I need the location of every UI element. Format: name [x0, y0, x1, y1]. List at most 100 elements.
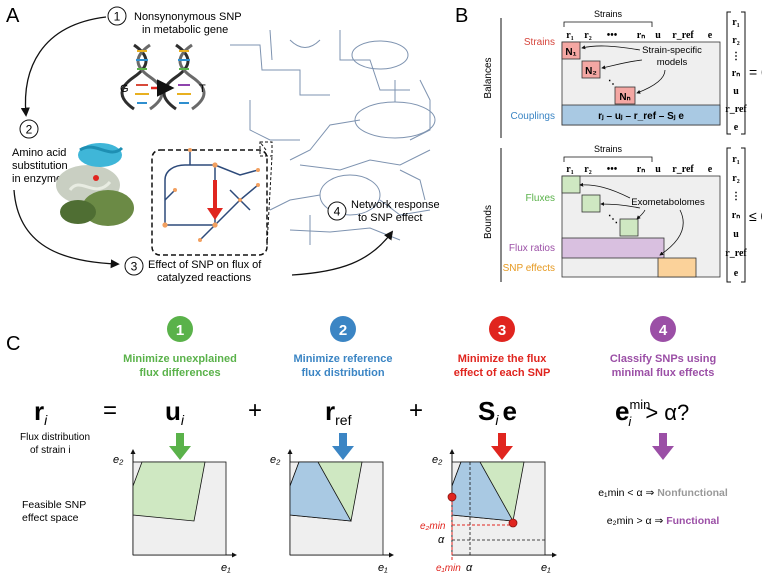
- step4-title-line1: Classify SNPs using: [610, 353, 716, 365]
- zoom-inset-box: [151, 149, 268, 256]
- balances-header-brace: [563, 21, 653, 27]
- balances-header-title: Strains: [594, 9, 623, 19]
- vec-bot-r2: r₂: [732, 173, 739, 184]
- b-col-u: u: [655, 164, 661, 175]
- b-col-e: e: [708, 164, 713, 175]
- arrow-1-to-2: [20, 16, 107, 117]
- down-arrow-red-head: [491, 446, 513, 460]
- bounds-label: Bounds: [483, 205, 494, 239]
- col-r1: r₁: [566, 30, 573, 41]
- b-col-rref: r_ref: [672, 164, 694, 175]
- panel-c-label: C: [6, 333, 20, 355]
- down-arrow-blue-head: [332, 446, 354, 460]
- classification-functional: e₂min > α ⇒ Functional: [607, 515, 720, 527]
- plot3-label-alpha-x: α: [466, 562, 473, 574]
- exo-arrow-1: [579, 182, 631, 199]
- plot-1-feasible-space: e₂ e₁: [113, 449, 237, 574]
- eq-equals: =: [103, 397, 117, 424]
- relation-leq-zero: ≤ 0: [749, 208, 762, 224]
- down-arrow-green-shaft: [176, 433, 184, 448]
- relation-equals-zero: = 0: [749, 64, 762, 80]
- step-badge-1: [167, 316, 193, 342]
- plot3-reference-region: [451, 461, 514, 522]
- strain-specific-line1: Strain-specific: [642, 45, 702, 56]
- vec-bot-dots: ⋮: [731, 191, 741, 202]
- zoomed-metabolite-nodes: [162, 148, 260, 242]
- strain-specific-line2: models: [657, 57, 688, 68]
- annot-arrow-nn: [636, 69, 666, 94]
- vec-top-u: u: [733, 86, 739, 97]
- step3-line2: catalyzed reactions: [157, 272, 252, 284]
- eq-plus-2: +: [409, 397, 423, 424]
- eq-r: ri: [34, 396, 48, 428]
- row-label-snp-effects: SNP effects: [503, 263, 555, 274]
- b-col-rn: rₙ: [637, 164, 645, 175]
- plot3-label-e1min: e₁min: [436, 563, 461, 574]
- down-arrow-green-head: [169, 446, 191, 460]
- vec-top-rref: r_ref: [725, 104, 747, 115]
- flux-block-2: [581, 194, 601, 213]
- vec-bot-rn: rₙ: [732, 210, 740, 221]
- vec-bot-r1: r₁: [732, 154, 739, 165]
- block-n2: [581, 60, 601, 79]
- vector-bottom: r₁ r₂ ⋮ rₙ u r_ref e: [725, 154, 747, 279]
- feasible-space-line2: effect space: [22, 512, 79, 524]
- step-badge-2-num: 2: [339, 322, 347, 339]
- vec-top-dots: ⋮: [731, 51, 741, 62]
- arrow-2-to-3: [13, 189, 120, 269]
- block-nn: [614, 86, 636, 105]
- eq-rref: rref: [325, 396, 352, 428]
- vector-bottom-bracket-right: [741, 147, 746, 283]
- b-col-r1: r₁: [566, 164, 573, 175]
- base-from: G: [120, 83, 129, 95]
- step1-number: 1: [114, 10, 121, 24]
- bounds-column-headers: r₁ r₂ ••• rₙ u r_ref e: [566, 164, 712, 175]
- step3-title-line1: Minimize the flux: [458, 353, 548, 365]
- col-r2: r₂: [584, 30, 591, 41]
- plot1-feasible-region: [132, 461, 206, 522]
- step4-number: 4: [334, 205, 341, 219]
- panel-a-label: A: [6, 5, 20, 27]
- exo-arrow-2: [600, 202, 641, 209]
- down-arrow-blue-shaft: [339, 433, 347, 448]
- dna-helix-left-icon: [120, 43, 164, 111]
- block-n2-label: N₂: [585, 66, 597, 77]
- classification-nonfunctional: e₁min < α ⇒ Nonfunctional: [598, 487, 728, 499]
- vec-top-r1: r₁: [732, 17, 739, 28]
- block-n1: [561, 41, 581, 60]
- step2-line2: substitution: [12, 160, 68, 172]
- exometabolomes-label: Exometabolomes: [631, 197, 705, 208]
- panel-b: B Balances Strains r₁ r₂ ••• rₙ u r_ref …: [455, 5, 762, 283]
- exo-arrow-n: [636, 209, 646, 220]
- col-dots: •••: [607, 30, 618, 41]
- base-to: T: [199, 83, 206, 95]
- bounds-header-title: Strains: [594, 144, 623, 154]
- step3-number: 3: [131, 260, 138, 274]
- step2-line1: Amino acid: [12, 147, 66, 159]
- snp-effects-block: [657, 257, 697, 278]
- down-arrow-purple-shaft: [659, 433, 667, 448]
- protein-structure-icon: [56, 143, 134, 226]
- eq-u: ui: [165, 396, 185, 428]
- dna-helix-right-icon: [162, 43, 206, 111]
- step1-circle: [107, 6, 127, 26]
- plot2-reference-region: [289, 461, 352, 522]
- step-badge-4: [650, 316, 676, 342]
- balances-column-headers: r₁ r₂ ••• rₙ u r_ref e: [566, 30, 712, 41]
- step2-circle: [19, 119, 39, 139]
- step2-title-line1: Minimize reference: [293, 353, 392, 365]
- block-n1-label: N₁: [565, 47, 576, 58]
- step2-title-line2: flux distribution: [301, 367, 384, 379]
- step-badge-4-num: 4: [659, 322, 668, 339]
- vec-bot-u: u: [733, 229, 739, 240]
- row-label-flux-ratios: Flux ratios: [509, 243, 555, 254]
- panel-a: A 1 Nonsynonymous SNP in metabolic gene: [6, 5, 440, 284]
- step2-number: 2: [26, 123, 33, 137]
- annot-arrow-n1: [581, 45, 641, 51]
- step4-line2: to SNP effect: [358, 212, 422, 224]
- plot-2-reference-space: e₂ e₁: [270, 449, 394, 574]
- vec-top-rn: rₙ: [732, 68, 740, 79]
- b-col-dots: •••: [607, 164, 618, 175]
